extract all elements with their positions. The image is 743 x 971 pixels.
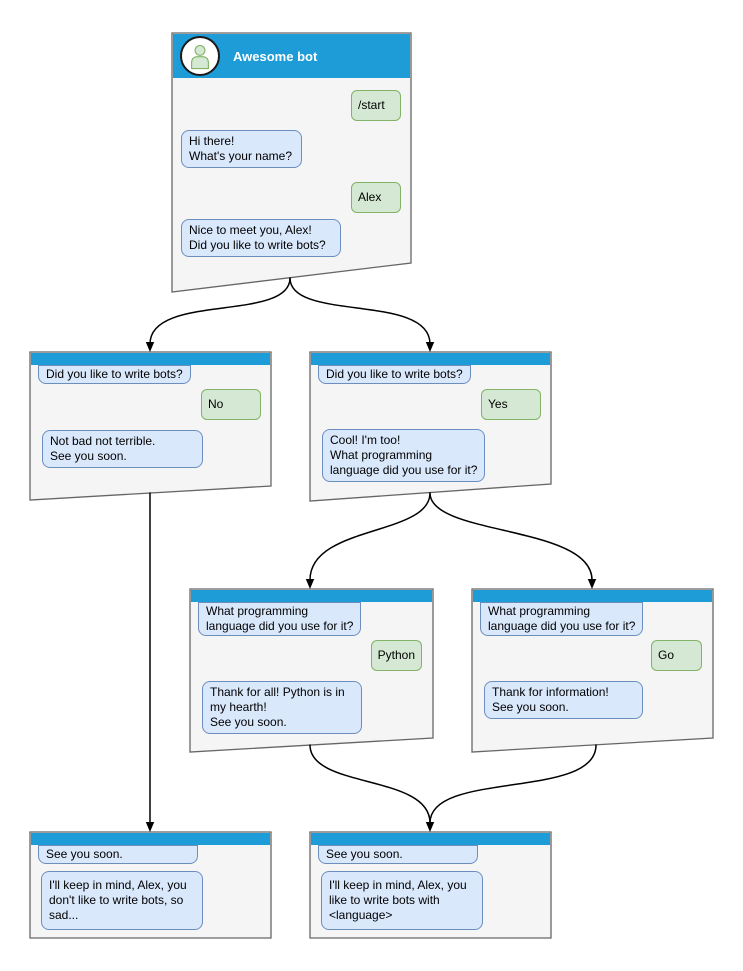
arrowhead-into-branch-python	[305, 579, 315, 589]
branch-python-titlebar	[191, 590, 432, 602]
end-yes-context-bubble: See you soon.	[318, 845, 478, 864]
end-no-bot-reply: I'll keep in mind, Alex, you don't like …	[41, 871, 203, 930]
end-yes-titlebar	[311, 833, 550, 845]
user-message-name: Alex	[351, 182, 401, 213]
branch-go-bot-reply: Thank for information! See you soon.	[484, 681, 643, 719]
end-no-titlebar	[31, 833, 270, 845]
connector-yes-to-python	[309, 492, 431, 581]
arrowhead-into-end-yes	[425, 822, 435, 832]
arrowhead-into-branch-yes	[425, 342, 435, 352]
bot-message-question: Nice to meet you, Alex! Did you like to …	[181, 219, 341, 257]
branch-yes-user-reply: Yes	[481, 389, 541, 420]
branch-go-user-reply: Go	[651, 640, 702, 671]
connector-go-to-end	[429, 744, 597, 824]
bot-avatar	[180, 36, 220, 76]
arrowhead-into-branch-no	[145, 342, 155, 352]
arrowhead-into-branch-go	[587, 579, 597, 589]
branch-no-titlebar	[31, 353, 270, 365]
end-yes-bot-reply: I'll keep in mind, Alex, you like to wri…	[321, 871, 483, 930]
branch-python-context-bubble: What programming language did you use fo…	[198, 602, 362, 636]
connector-main-to-no	[149, 277, 291, 345]
connector-main-to-yes	[289, 277, 431, 345]
branch-go-titlebar	[473, 590, 712, 602]
branch-yes-context-bubble: Did you like to write bots?	[318, 365, 471, 384]
arrowhead-into-end-no	[145, 822, 155, 832]
end-no-context-bubble: See you soon.	[38, 845, 198, 864]
branch-python-user-reply: Python	[370, 640, 422, 671]
person-icon	[191, 44, 209, 70]
main-window-title: Awesome bot	[233, 48, 318, 64]
connector-yes-to-go	[429, 492, 593, 581]
branch-yes-titlebar	[311, 353, 550, 365]
branch-python-bot-reply: Thank for all! Python is in my hearth! S…	[202, 681, 362, 734]
branch-yes-bot-reply: Cool! I'm too! What programming language…	[322, 429, 486, 482]
user-message-start: /start	[351, 90, 401, 121]
branch-go-context-bubble: What programming language did you use fo…	[480, 602, 644, 636]
branch-no-bot-reply: Not bad not terrible. See you soon.	[42, 430, 203, 468]
branch-no-user-reply: No	[201, 389, 261, 420]
connector-python-to-end	[309, 744, 431, 824]
bot-message-greeting: Hi there! What's your name?	[181, 130, 302, 168]
branch-no-context-bubble: Did you like to write bots?	[38, 365, 191, 384]
